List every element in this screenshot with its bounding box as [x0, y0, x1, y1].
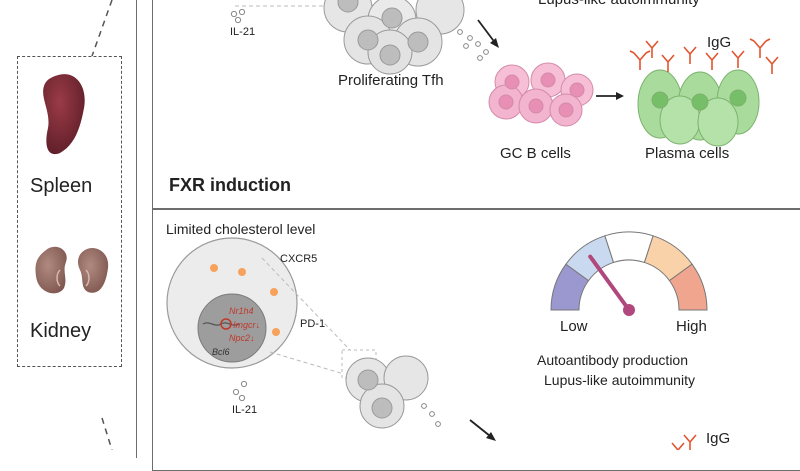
gc-b-cell-cluster — [488, 62, 594, 127]
tfh-label: Proliferating Tfh — [338, 72, 444, 89]
igg-label-bottom: IgG — [706, 430, 731, 447]
gc-label: GC B cells — [500, 145, 571, 162]
arrow-to-gc — [477, 19, 497, 45]
receptor-pd1: PD-1 — [300, 318, 326, 330]
plasma-label: Plasma cells — [645, 145, 730, 162]
cytokine-dots-bottom — [232, 380, 441, 427]
il21-label-bottom: IL-21 — [232, 404, 258, 416]
receptor-cxcr5: CXCR5 — [280, 253, 318, 265]
top-caption: Lupus-like autoimmunity — [538, 0, 700, 8]
igg-antibodies — [629, 38, 779, 74]
connector-bottom — [101, 417, 113, 450]
section-title: FXR induction — [169, 175, 291, 195]
gauge-hub — [623, 304, 635, 316]
outcome-line1: Autoantibody production — [537, 352, 688, 368]
kidney-icon — [35, 246, 109, 294]
spleen-icon — [43, 74, 85, 155]
tfh-cell-large — [166, 237, 298, 369]
diagram-graphics — [35, 0, 779, 450]
tfh-cell-cluster — [323, 0, 465, 75]
igg-label-top: IgG — [707, 34, 732, 51]
arrow-bottom — [469, 419, 491, 437]
gene-nr1h4: Nr1h4 — [229, 306, 254, 316]
gauge-needle — [588, 254, 631, 312]
kidney-label: Kidney — [30, 320, 92, 342]
cytokine-dots-top — [230, 8, 489, 61]
tfh-cell-cluster-small — [345, 355, 429, 429]
il21-label-top: IL-21 — [230, 26, 256, 38]
bottom-title: Limited cholesterol level — [166, 221, 316, 237]
zoom-lines — [261, 257, 351, 375]
gene-hmgcr: Hmgcr↓ — [229, 320, 260, 330]
gene-npc2: Npc2↓ — [229, 333, 255, 343]
connector-top — [91, 0, 113, 57]
gauge-low-label: Low — [560, 318, 588, 335]
spleen-label: Spleen — [30, 175, 93, 197]
gauge-segment — [668, 263, 708, 311]
outcome-line2: Lupus-like autoimmunity — [544, 372, 695, 388]
gene-bcl6: Bcl6 — [212, 347, 230, 357]
organ-box — [17, 56, 122, 367]
gauge-high-label: High — [676, 318, 707, 335]
plasma-cell-cluster — [637, 69, 760, 147]
autoantibody-gauge — [550, 231, 708, 316]
